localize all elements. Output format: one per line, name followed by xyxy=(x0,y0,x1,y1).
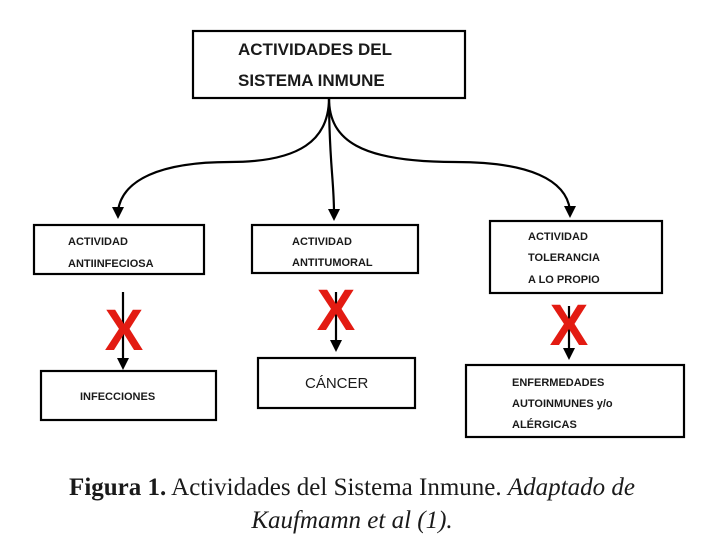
activity-tolerance-line-1: ACTIVIDAD xyxy=(528,231,588,243)
root-label-line-1: ACTIVIDADES DEL xyxy=(238,40,392,59)
activity-box-antitumoral xyxy=(250,223,420,275)
arrowhead-antitumoral xyxy=(328,209,340,221)
root-label-line-2: SISTEMA INMUNE xyxy=(238,71,385,90)
outcome-cancer-label: CÁNCER xyxy=(305,375,369,392)
caption-line-2: Kaufmamn et al (1). xyxy=(0,504,704,537)
caption-italic-line-2: Kaufmamn et al (1). xyxy=(251,507,453,534)
outcome-diseases-line-3: ALÉRGICAS xyxy=(512,418,577,431)
outcome-box-cancer xyxy=(256,356,417,410)
activity-box-antiinfectious xyxy=(32,223,206,276)
block-cross-icon-antiinfectious: X xyxy=(105,298,144,363)
activity-antitumoral-line-2: ANTITUMORAL xyxy=(292,257,373,269)
block-cross-icon-tolerance: X xyxy=(550,293,589,358)
outcome-box-diseases xyxy=(464,363,686,439)
block-cross-icon-antitumoral: X xyxy=(317,278,356,343)
arrowhead-diseases xyxy=(563,348,575,360)
immune-system-diagram: ACTIVIDADES DEL SISTEMA INMUNE ACTIVIDAD… xyxy=(32,29,686,439)
activity-tolerance-line-3: A LO PROPIO xyxy=(528,274,600,286)
activity-antiinfectious-line-1: ACTIVIDAD xyxy=(68,236,128,248)
outcome-diseases-line-2: AUTOINMUNES y/o xyxy=(512,398,613,410)
caption-label: Figura 1. xyxy=(69,474,167,501)
activity-antitumoral-line-1: ACTIVIDAD xyxy=(292,236,352,248)
activity-tolerance-line-2: TOLERANCIA xyxy=(528,252,600,264)
activity-antiinfectious-line-2: ANTIINFECIOSA xyxy=(68,258,154,270)
arrowhead-antiinfectious xyxy=(112,207,124,219)
outcome-diseases-line-1: ENFERMEDADES xyxy=(512,377,604,389)
caption-line-1: Figura 1. Actividades del Sistema Inmune… xyxy=(0,471,704,504)
figure-caption: Figura 1. Actividades del Sistema Inmune… xyxy=(0,471,704,537)
arrowhead-tolerance xyxy=(564,206,576,218)
link-root-to-antitumoral xyxy=(327,97,336,214)
outcome-infections-label: INFECCIONES xyxy=(80,391,155,403)
link-root-to-tolerance xyxy=(327,97,572,211)
outcome-box-infections xyxy=(39,369,218,422)
arrowhead-cancer xyxy=(330,340,342,352)
caption-text: Actividades del Sistema Inmune. xyxy=(166,474,508,501)
root-box xyxy=(191,29,467,100)
caption-italic-line-1: Adaptado de xyxy=(507,474,635,501)
link-root-to-antiinfectious xyxy=(116,97,331,212)
activity-box-tolerance xyxy=(488,219,664,295)
arrowhead-infections xyxy=(117,358,129,370)
